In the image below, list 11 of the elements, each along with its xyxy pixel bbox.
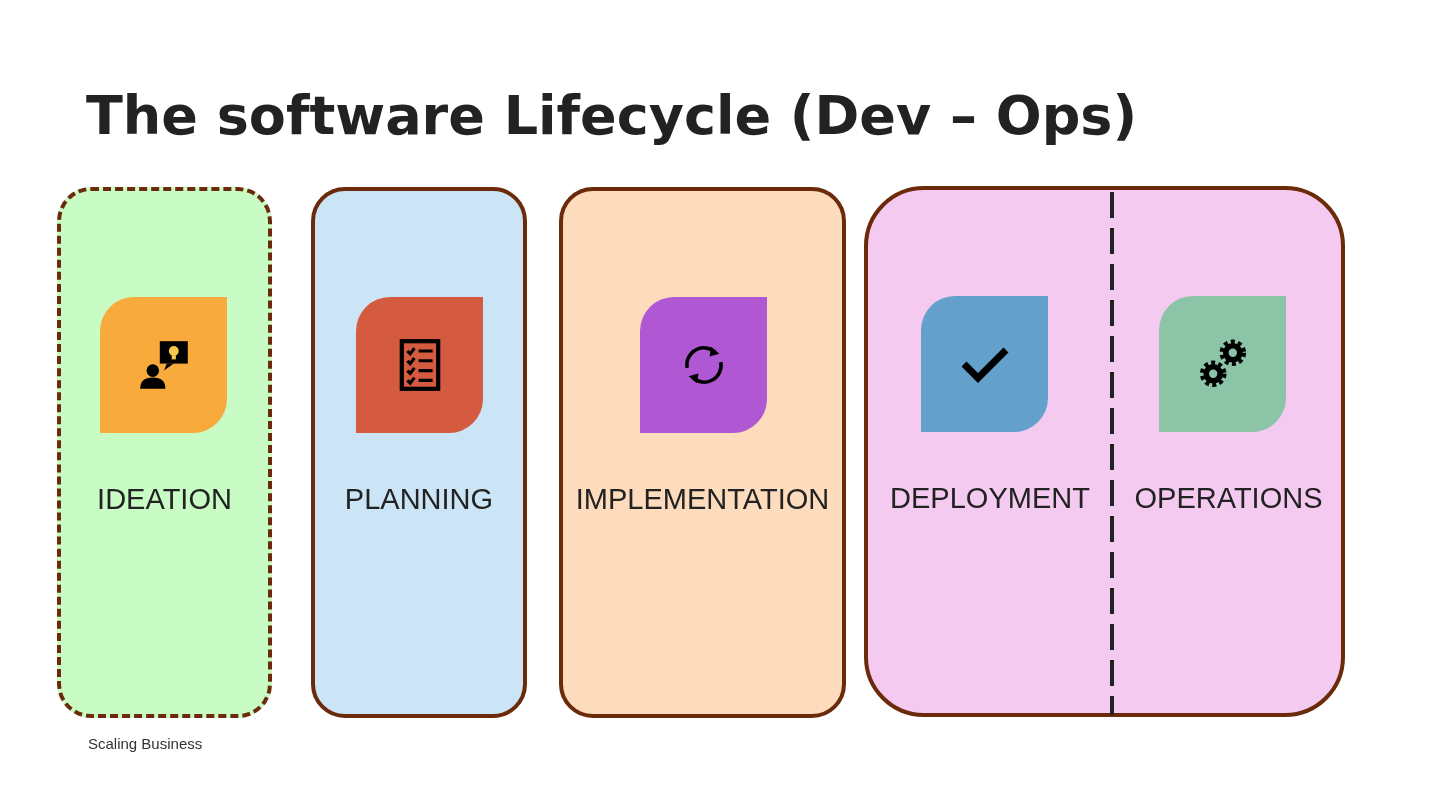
stage-label: PLANNING (344, 483, 494, 516)
stage-card (311, 187, 527, 718)
stage-card (864, 186, 1345, 717)
stage-label: IMPLEMENTATION (575, 483, 830, 516)
footer-text: Scaling Business (88, 735, 203, 752)
stage-label: OPERATIONS (1134, 482, 1323, 515)
stage-label: IDEATION (97, 483, 232, 516)
stage-card (559, 187, 846, 718)
slide-title: The software Lifecycle (Dev – Ops) (86, 84, 1138, 147)
stage-label: DEPLOYMENT (890, 482, 1090, 515)
stage-card (57, 187, 272, 718)
